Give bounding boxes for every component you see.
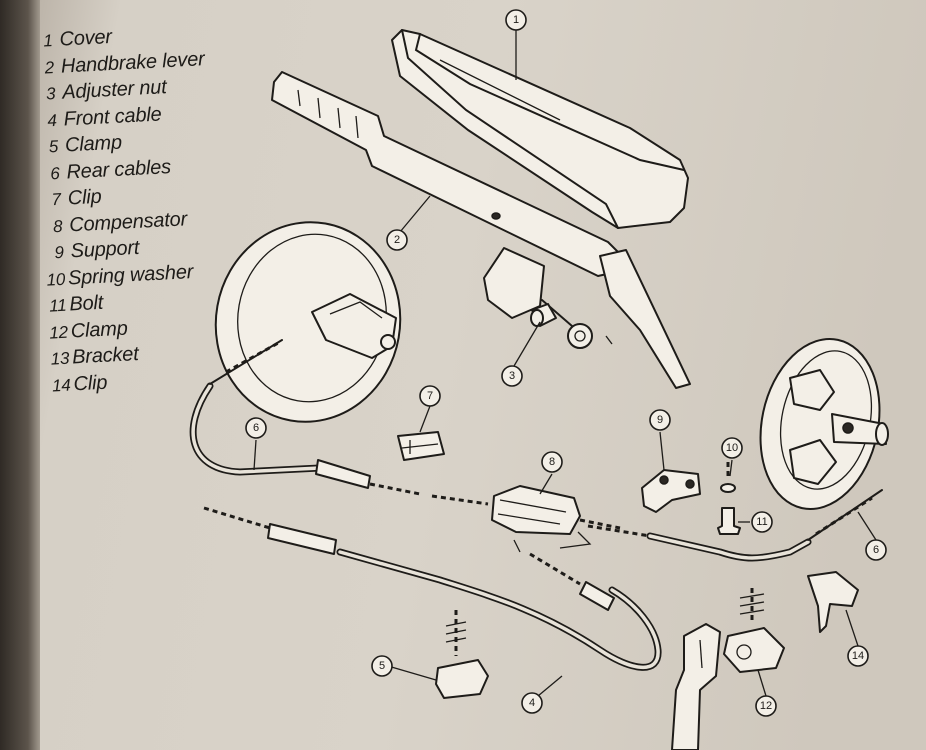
part-bracket xyxy=(671,623,721,750)
callout-14: 14 xyxy=(847,645,869,667)
callout-8: 8 xyxy=(541,451,563,473)
callout-7: 7 xyxy=(419,385,441,407)
callout-number: 5 xyxy=(379,660,385,672)
callout-10: 10 xyxy=(721,437,743,459)
callout-number: 7 xyxy=(427,390,433,402)
part-clamp-5 xyxy=(435,610,489,699)
callout-number: 6 xyxy=(873,544,879,556)
part-rear-cable-right xyxy=(587,489,883,562)
part-cover xyxy=(391,29,689,229)
part-spring-washer xyxy=(720,462,736,493)
callout-number: 3 xyxy=(509,370,515,382)
callout-1: 1 xyxy=(505,9,527,31)
callout-number: 9 xyxy=(657,414,663,426)
callout-5: 5 xyxy=(371,655,393,677)
callout-4: 4 xyxy=(521,692,543,714)
callout-number: 6 xyxy=(253,422,259,434)
part-left-brake-drum xyxy=(214,221,402,423)
callout-2: 2 xyxy=(386,229,408,251)
callout-12: 12 xyxy=(755,695,777,717)
part-clamp-12 xyxy=(723,588,785,673)
callout-3: 3 xyxy=(501,365,523,387)
callout-number: 4 xyxy=(529,697,535,709)
part-front-cable xyxy=(203,506,662,671)
part-handbrake-lever xyxy=(271,71,691,389)
callout-number: 12 xyxy=(760,700,772,712)
callout-number: 2 xyxy=(394,234,400,246)
part-support xyxy=(641,469,701,513)
callout-number: 11 xyxy=(756,516,767,528)
callout-9: 9 xyxy=(649,409,671,431)
part-compensator xyxy=(491,485,621,553)
callout-number: 10 xyxy=(726,442,738,454)
callout-number: 14 xyxy=(852,650,864,662)
callout-6-left: 6 xyxy=(245,417,267,439)
callout-number: 8 xyxy=(549,456,555,468)
part-right-brake-backplate xyxy=(759,338,889,510)
part-rear-cable-left xyxy=(189,339,489,506)
book-gutter xyxy=(0,0,40,750)
callout-11: 11 xyxy=(751,511,773,533)
callout-leaders xyxy=(253,30,877,697)
callout-number: 1 xyxy=(513,14,519,26)
part-clip-14 xyxy=(807,571,859,633)
callout-6-right: 6 xyxy=(865,539,887,561)
part-bolt xyxy=(717,507,741,535)
part-clip-7 xyxy=(397,431,445,461)
